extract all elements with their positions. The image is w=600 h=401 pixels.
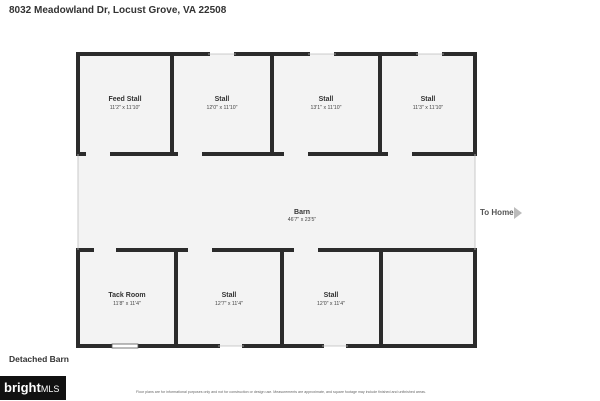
stall-1-area — [172, 54, 272, 154]
stall-4-area — [176, 250, 282, 346]
room-label-stall-3: Stall — [421, 96, 436, 103]
room-label-stall-4: Stall — [222, 292, 237, 299]
brightmls-logo: brightMLS — [0, 376, 66, 400]
room-label-barn: Barn — [294, 209, 310, 216]
property-address: 8032 Meadowland Dr, Locust Grove, VA 225… — [9, 5, 227, 16]
empty-area — [381, 250, 475, 346]
room-label-feed-stall: Feed Stall — [108, 96, 141, 103]
room-fills — [78, 54, 475, 346]
barn-area — [78, 154, 475, 250]
room-dims-feed-stall: 11'2" x 11'10" — [110, 105, 141, 111]
room-dims-stall-3: 11'3" x 11'10" — [413, 105, 444, 111]
footer — [0, 374, 600, 400]
tack-room-area — [78, 250, 176, 346]
feed-stall-area — [78, 54, 172, 154]
room-dims-barn: 46'7" x 23'5" — [288, 217, 317, 223]
room-label-stall-2: Stall — [319, 96, 334, 103]
to-home-label: To Home — [480, 208, 514, 217]
room-dims-stall-4: 12'7" x 11'4" — [215, 301, 243, 307]
window-bottom-left — [111, 343, 139, 349]
stall-2-area — [272, 54, 380, 154]
stall-3-area — [380, 54, 475, 154]
room-dims-stall-5: 12'0" x 11'4" — [317, 301, 345, 307]
room-dims-stall-2: 13'1" x 11'10" — [311, 105, 342, 111]
disclaimer-text: Floor plans are for informational purpos… — [136, 390, 426, 394]
room-label-stall-1: Stall — [215, 96, 230, 103]
room-dims-stall-1: 12'0" x 11'10" — [207, 105, 238, 111]
stall-5-area — [282, 250, 381, 346]
openings — [77, 53, 476, 347]
walls — [76, 52, 477, 348]
room-label-stall-5: Stall — [324, 292, 339, 299]
arrow-right-icon — [514, 207, 522, 219]
plan-caption: Detached Barn — [9, 354, 69, 364]
room-label-tack-room: Tack Room — [108, 292, 145, 299]
room-dims-tack-room: 11'8" x 11'4" — [113, 301, 141, 307]
